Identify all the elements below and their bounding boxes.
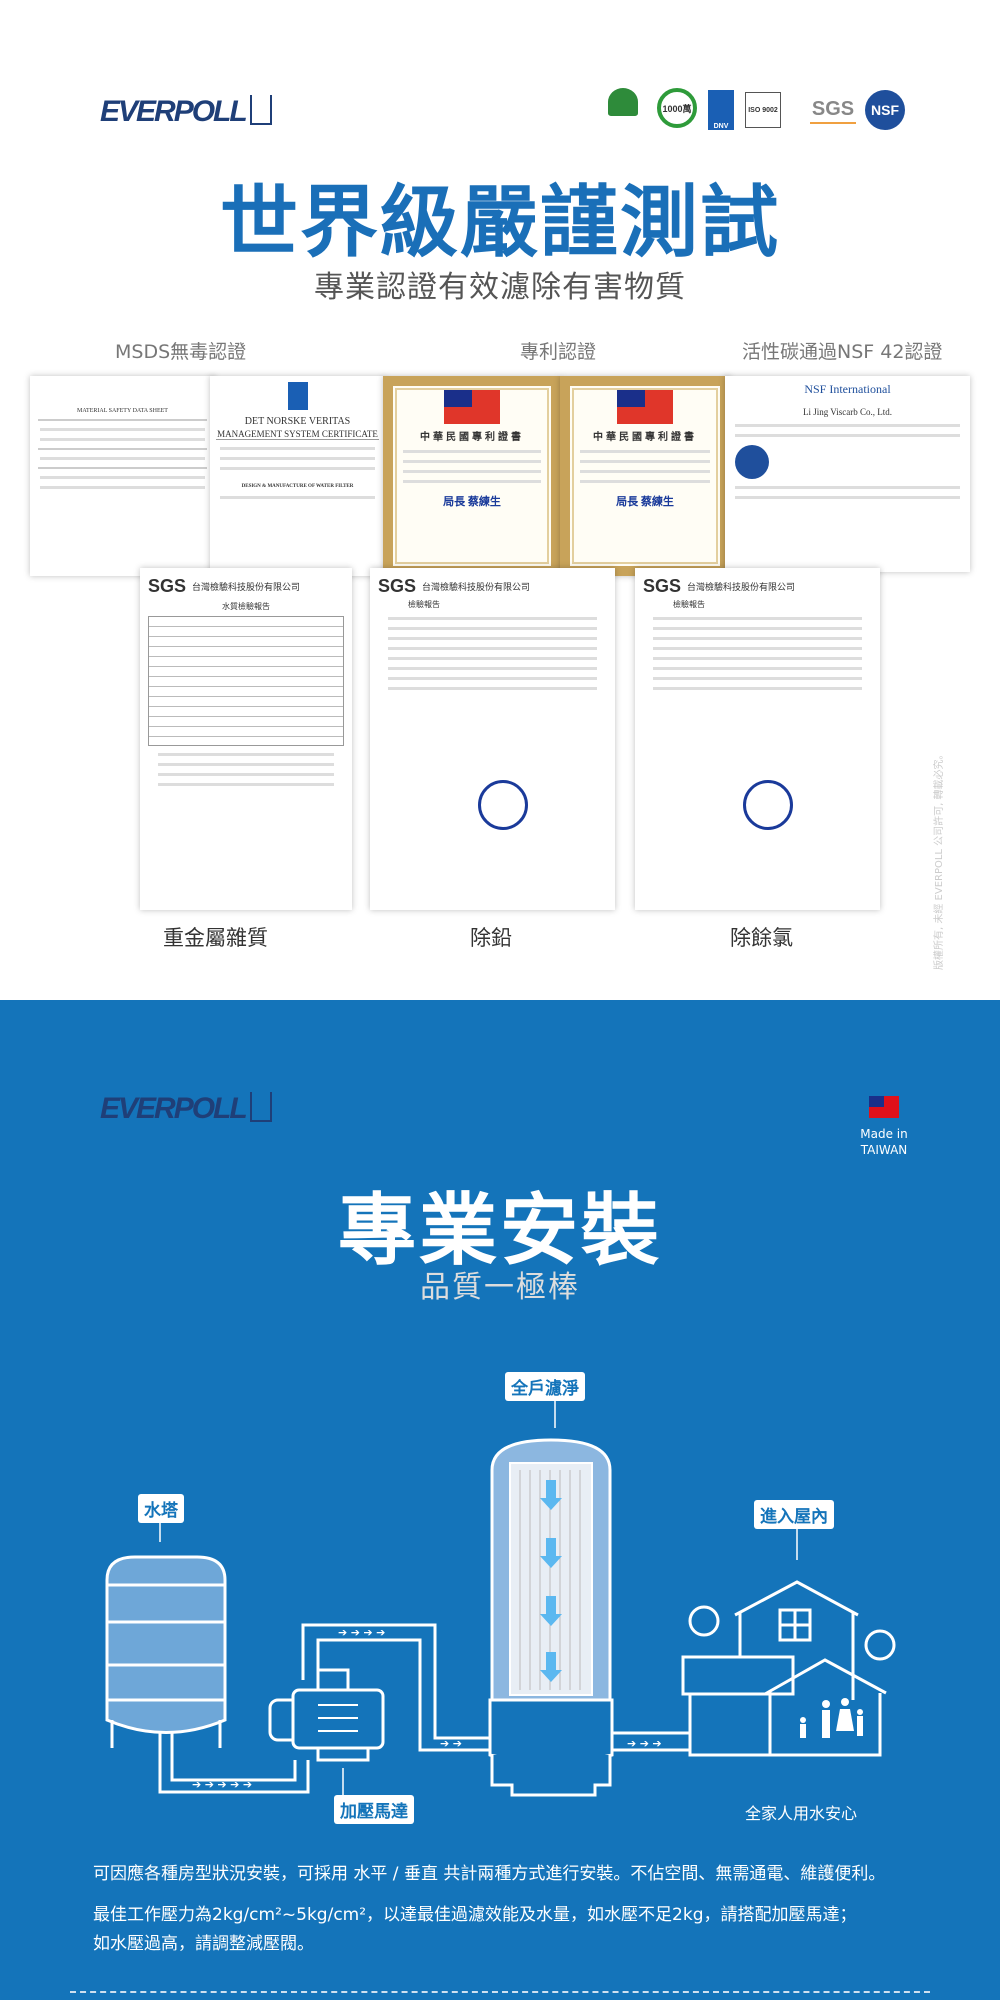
label-msds: MSDS無毒認證 <box>115 341 247 363</box>
brand-text: EVERPOLL <box>100 1092 248 1125</box>
label-heavy-metal: 重金屬雜質 <box>163 926 268 950</box>
badge-nsf: NSF <box>865 90 905 130</box>
made-in-taiwan: Made in TAIWAN <box>856 1126 912 1158</box>
heart-bubble-icon <box>864 1629 896 1661</box>
patent2-title: 中華民國專利證書 <box>593 432 697 443</box>
everpoll-logo: EVERPOLL <box>100 1092 272 1126</box>
water-tank-icon <box>105 1555 227 1748</box>
family-caption: 全家人用水安心 <box>745 1804 858 1823</box>
cert-sgs-heavy-metal: SGS 台灣檢驗科技股份有限公司 水質檢驗報告 <box>140 568 352 910</box>
page-subtitle: 專業認證有效濾除有害物質 <box>314 270 686 305</box>
badge-iso: ISO 9002 <box>745 92 781 128</box>
label-patent: 專利認證 <box>520 341 597 363</box>
flow-direction-arrows: ➔ ➔ ➔ ➔ ➔ ➔ ➔ ➔ ➔ ➔ ➔ ➔ ➔ ➔ <box>192 1626 662 1791</box>
section-title: 專業安裝 <box>337 1186 662 1276</box>
tree-icon <box>608 88 638 116</box>
badge-sgs: SGS <box>810 96 856 124</box>
dnv-title: DET NORSKE VERITAS <box>244 416 351 427</box>
badge-dnv: DNV <box>708 90 734 130</box>
badge-10m: 1000萬 <box>657 88 697 128</box>
patent1-title: 中華民國專利證書 <box>420 432 524 443</box>
sgs-logo: SGS <box>378 576 417 596</box>
section-subtitle: 品質一極棒 <box>420 1270 580 1305</box>
sgs-report-title: 檢驗報告 <box>673 600 705 609</box>
copyright-notice: 版權所有, 未經 EVERPOLL 公司許可, 轉載必究。 <box>934 749 945 970</box>
whole-house-filter-icon <box>488 1438 614 1797</box>
label-lead: 除鉛 <box>470 926 512 950</box>
pipe-filter-to-house <box>610 1731 690 1752</box>
taiwan-flag-icon <box>869 1096 899 1118</box>
patent2-signer: 局長 蔡練生 <box>616 496 674 508</box>
label-enter-house: 進入屋內 <box>754 1500 834 1529</box>
dnv-subtitle: MANAGEMENT SYSTEM CERTIFICATE <box>216 429 379 440</box>
cert-msds: MATERIAL SAFETY DATA SHEET <box>30 376 215 576</box>
cert-patent-2: 中華民國專利證書 局長 蔡練生 <box>560 376 730 576</box>
label-booster-pump: 加壓馬達 <box>334 1795 414 1824</box>
everpoll-logo: EVERPOLL <box>100 95 272 129</box>
install-paragraph-2: 最佳工作壓力為2kg/cm²~5kg/cm²，以達最佳過濾效能及水量，如水壓不足… <box>93 1905 857 1925</box>
brand-text: EVERPOLL <box>100 95 248 128</box>
sgs-company: 台灣檢驗科技股份有限公司 <box>192 582 301 592</box>
family-icon <box>800 1698 863 1738</box>
install-paragraph-3: 如水壓過高，請調整減壓閥。 <box>93 1934 314 1954</box>
house-with-family-icon <box>681 1580 896 1757</box>
sgs-company: 台灣檢驗科技股份有限公司 <box>687 582 796 592</box>
cert-patent-1: 中華民國專利證書 局長 蔡練生 <box>383 376 561 576</box>
installation-section: EVERPOLL Made in TAIWAN 專業安裝 品質一極棒 <box>0 1000 1000 2000</box>
sgs-report-title: 水質檢驗報告 <box>222 602 270 611</box>
svg-text:➔ ➔ ➔ ➔: ➔ ➔ ➔ ➔ <box>338 1626 385 1639</box>
svg-text:➔ ➔ ➔: ➔ ➔ ➔ <box>627 1737 662 1750</box>
page-title: 世界級嚴謹測試 <box>219 178 780 268</box>
taiwan-flag-icon <box>617 390 673 424</box>
house-logo-icon <box>249 95 272 125</box>
dnv-logo-icon <box>287 382 308 410</box>
cert-dnv: DET NORSKE VERITAS MANAGEMENT SYSTEM CER… <box>210 376 385 576</box>
label-water-tank: 水塔 <box>138 1494 184 1523</box>
nsf-title: NSF International <box>804 382 891 396</box>
dnv-scope: DESIGN & MANUFACTURE OF WATER FILTER <box>241 484 354 489</box>
svg-text:➔ ➔ ➔ ➔ ➔: ➔ ➔ ➔ ➔ ➔ <box>192 1778 252 1791</box>
made-in-text: Made in <box>860 1127 908 1141</box>
sgs-stamp-icon <box>478 780 528 830</box>
house-logo-icon <box>249 1092 272 1122</box>
country-text: TAIWAN <box>860 1143 908 1157</box>
sgs-stamp-icon <box>743 780 793 830</box>
results-table <box>148 616 344 746</box>
nsf-company: Li Jing Viscarb Co., Ltd. <box>802 407 893 417</box>
nsf-seal-icon <box>735 445 769 479</box>
label-chlorine: 除餘氯 <box>730 926 793 950</box>
sgs-company: 台灣檢驗科技股份有限公司 <box>422 582 531 592</box>
taiwan-flag-icon <box>444 390 500 424</box>
sgs-report-title: 檢驗報告 <box>408 600 440 609</box>
dashed-divider <box>70 1991 930 1993</box>
msds-title: MATERIAL SAFETY DATA SHEET <box>77 408 168 414</box>
cert-sgs-lead: SGS 台灣檢驗科技股份有限公司 檢驗報告 <box>370 568 615 910</box>
flow-arrows-icon <box>540 1480 562 1682</box>
svg-text:➔ ➔: ➔ ➔ <box>440 1737 462 1750</box>
sgs-logo: SGS <box>643 576 682 596</box>
install-paragraph-1: 可因應各種房型狀況安裝，可採用 水平 / 垂直 共計兩種方式進行安裝。不佔空間、… <box>93 1864 886 1884</box>
installation-diagram: ➔ ➔ ➔ ➔ ➔ ➔ ➔ ➔ ➔ ➔ ➔ ➔ ➔ ➔ <box>105 1393 896 1797</box>
cert-nsf: NSF International Li Jing Viscarb Co., L… <box>725 376 970 572</box>
pump-motor-icon <box>268 1668 385 1762</box>
smiley-bubble-icon <box>688 1605 720 1637</box>
cert-sgs-chlorine: SGS 台灣檢驗科技股份有限公司 檢驗報告 <box>635 568 880 910</box>
patent1-signer: 局長 蔡練生 <box>443 496 501 508</box>
label-whole-house-filter: 全戶濾淨 <box>505 1372 585 1401</box>
pipe-tank-to-pump <box>158 1712 310 1794</box>
label-nsf42: 活性碳通過NSF 42認證 <box>742 341 943 363</box>
sgs-logo: SGS <box>148 576 187 596</box>
pipe-pump-to-filter <box>301 1623 492 1752</box>
